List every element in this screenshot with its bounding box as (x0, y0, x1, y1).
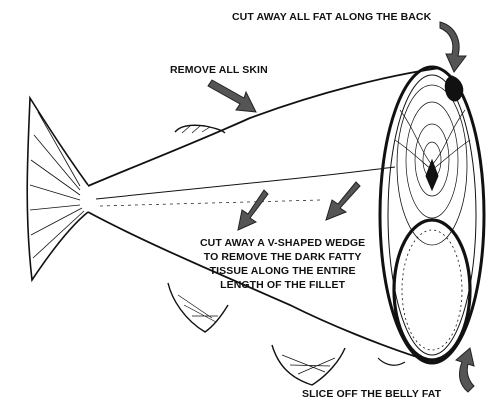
arrow-wedge-left (238, 190, 268, 230)
label-v-wedge-line-2: TO REMOVE THE DARK FATTY (200, 250, 365, 264)
label-v-wedge-line-3: TISSUE ALONG THE ENTIRE (200, 264, 365, 278)
label-v-wedge-line-1: CUT AWAY A V-SHAPED WEDGE (200, 236, 365, 250)
pectoral-fin (378, 358, 405, 365)
arrow-back-fat (440, 22, 466, 72)
label-belly-fat: SLICE OFF THE BELLY FAT (302, 387, 441, 401)
cross-section (380, 67, 484, 363)
tail-fin (27, 98, 88, 280)
fish-body (88, 68, 440, 358)
arrows (208, 22, 474, 392)
arrow-belly-fat (456, 348, 474, 392)
anal-fin (272, 345, 345, 385)
label-v-wedge-line-4: LENGTH OF THE FILLET (200, 278, 365, 292)
label-back-fat: CUT AWAY ALL FAT ALONG THE BACK (232, 10, 431, 24)
arrow-wedge-right (326, 182, 360, 220)
label-v-wedge: CUT AWAY A V-SHAPED WEDGE TO REMOVE THE … (200, 236, 365, 292)
arrow-skin (208, 80, 256, 112)
label-remove-skin: REMOVE ALL SKIN (170, 63, 268, 77)
